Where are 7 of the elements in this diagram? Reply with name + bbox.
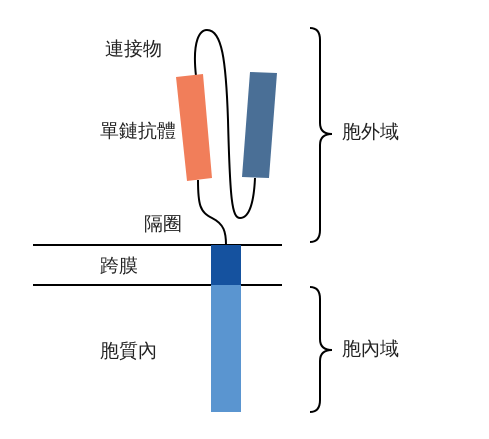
part-label: 單鏈抗體 bbox=[100, 120, 176, 143]
part-label: 胞質內 bbox=[100, 340, 157, 363]
part-label: 連接物 bbox=[105, 38, 162, 61]
part-label: 隔圈 bbox=[144, 213, 182, 236]
part-label: 胞內域 bbox=[342, 338, 399, 361]
part-label: 跨膜 bbox=[100, 255, 138, 278]
part-label: 胞外域 bbox=[342, 121, 399, 144]
